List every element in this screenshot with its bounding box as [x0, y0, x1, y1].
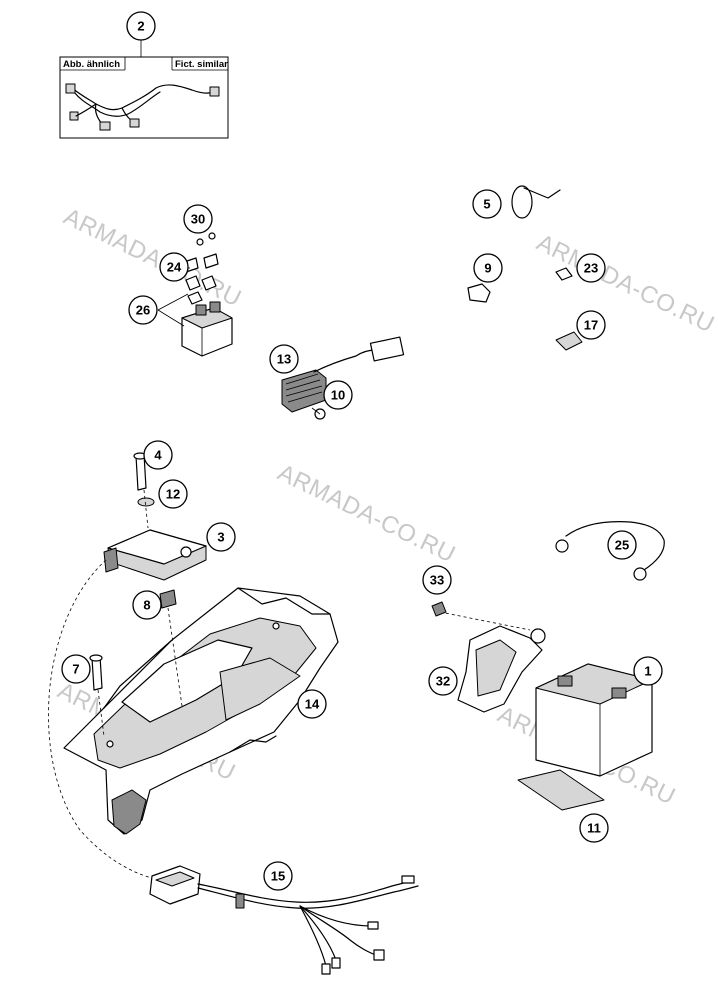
voltage-regulator	[281, 336, 405, 420]
svg-text:11: 11	[587, 821, 601, 836]
main-wiring-harness	[149, 865, 419, 975]
callout-23: 23	[576, 253, 606, 283]
wiring-harness-inset: Abb. ähnlich Fict. similar	[59, 40, 229, 139]
callout-1: 1	[633, 656, 663, 686]
callout-26: 26	[128, 295, 158, 325]
callout-25: 25	[607, 530, 637, 560]
watermark-3: ARMADA-CO.RU	[273, 459, 459, 568]
callout-14: 14	[297, 689, 327, 719]
svg-text:26: 26	[136, 303, 150, 318]
svg-text:24: 24	[167, 260, 182, 275]
svg-text:25: 25	[615, 538, 629, 553]
callout-32: 32	[428, 666, 458, 696]
callout-13: 13	[269, 344, 299, 374]
callout-17: 17	[576, 310, 606, 340]
callout-5: 5	[472, 189, 502, 219]
callout-2: 2	[126, 11, 156, 41]
svg-text:15: 15	[271, 869, 285, 884]
control-unit-group	[48, 452, 207, 881]
harness-drawing	[65, 83, 220, 131]
callout-11: 11	[579, 813, 609, 843]
inset-label-left: Abb. ähnlich	[63, 59, 120, 70]
battery-tray-fender	[63, 587, 339, 835]
battery-group	[431, 521, 665, 811]
svg-text:7: 7	[72, 662, 79, 677]
watermark-2: ARMADA-CO.RU	[532, 229, 718, 338]
callout-3: 3	[206, 522, 236, 552]
callout-15: 15	[263, 861, 293, 891]
watermark-1: ARMADA-CO.RU	[59, 203, 245, 312]
svg-text:17: 17	[584, 318, 598, 333]
svg-text:2: 2	[137, 19, 144, 34]
inset-label-right: Fict. similar	[175, 59, 228, 70]
svg-text:8: 8	[143, 598, 150, 613]
callout-9: 9	[473, 253, 503, 283]
svg-text:10: 10	[331, 388, 345, 403]
callout-4: 4	[143, 440, 173, 470]
svg-text:30: 30	[191, 212, 205, 227]
svg-text:12: 12	[166, 487, 180, 502]
callout-24: 24	[159, 252, 189, 282]
svg-text:14: 14	[305, 697, 320, 712]
callout-7: 7	[61, 654, 91, 684]
svg-text:5: 5	[483, 197, 490, 212]
callout-12: 12	[158, 479, 188, 509]
svg-text:13: 13	[277, 352, 291, 367]
svg-text:9: 9	[484, 261, 491, 276]
svg-text:1: 1	[644, 664, 651, 679]
callout-8: 8	[132, 590, 162, 620]
svg-text:23: 23	[584, 261, 598, 276]
small-parts-right	[467, 185, 583, 351]
callout-30: 30	[183, 204, 213, 234]
svg-text:32: 32	[436, 674, 450, 689]
svg-text:3: 3	[217, 530, 224, 545]
callout-33: 33	[422, 565, 452, 595]
callout-10: 10	[323, 380, 353, 410]
callouts: 2 30 24 26 13 10 5 9 23 17 4 12 3 8 7 14…	[61, 11, 663, 891]
svg-text:4: 4	[154, 448, 162, 463]
starter-relay-group	[157, 232, 233, 357]
svg-text:33: 33	[430, 573, 444, 588]
